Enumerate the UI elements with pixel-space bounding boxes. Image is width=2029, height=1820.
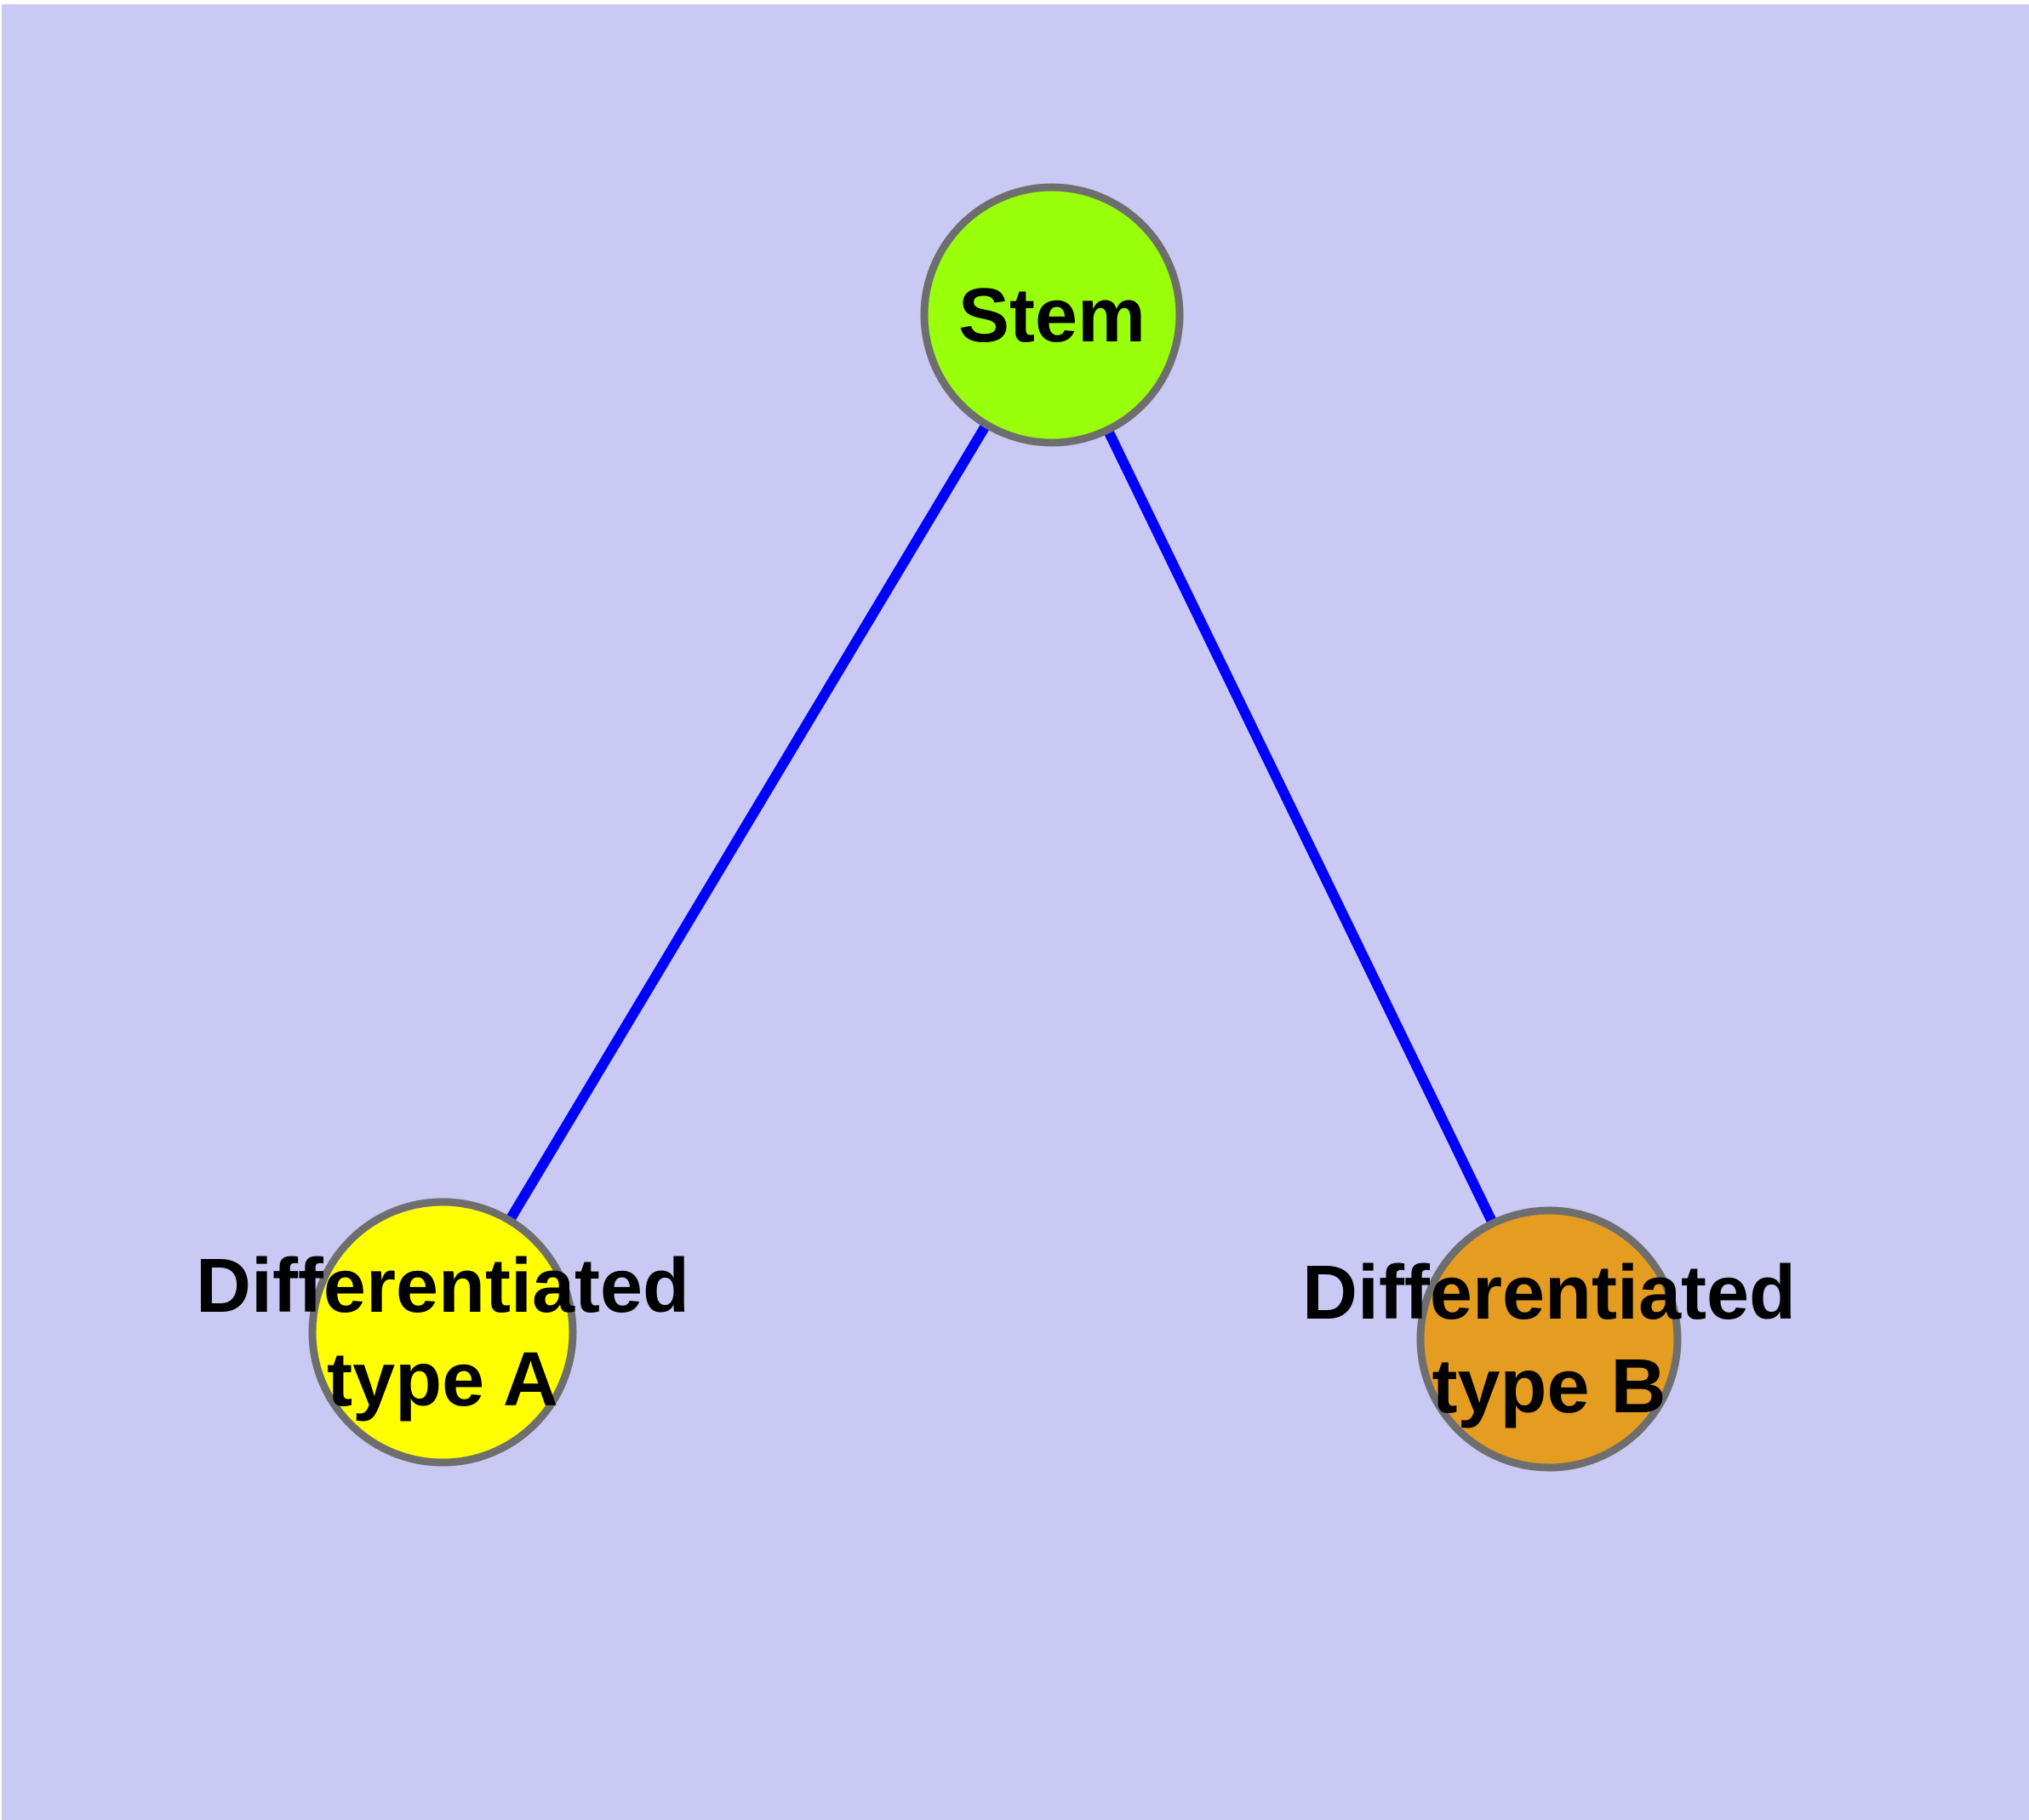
graph-edge-stem-typeB (1047, 312, 1554, 1342)
graph-node-typeA (308, 1198, 577, 1467)
node-label-stem: Stem (958, 273, 1146, 358)
graph-edge-stem-typeA (437, 312, 1057, 1336)
graph-node-stem (920, 183, 1184, 447)
node-layer (308, 183, 1682, 1472)
edge-layer (437, 312, 1554, 1342)
graph-node-typeB (1416, 1206, 1682, 1472)
